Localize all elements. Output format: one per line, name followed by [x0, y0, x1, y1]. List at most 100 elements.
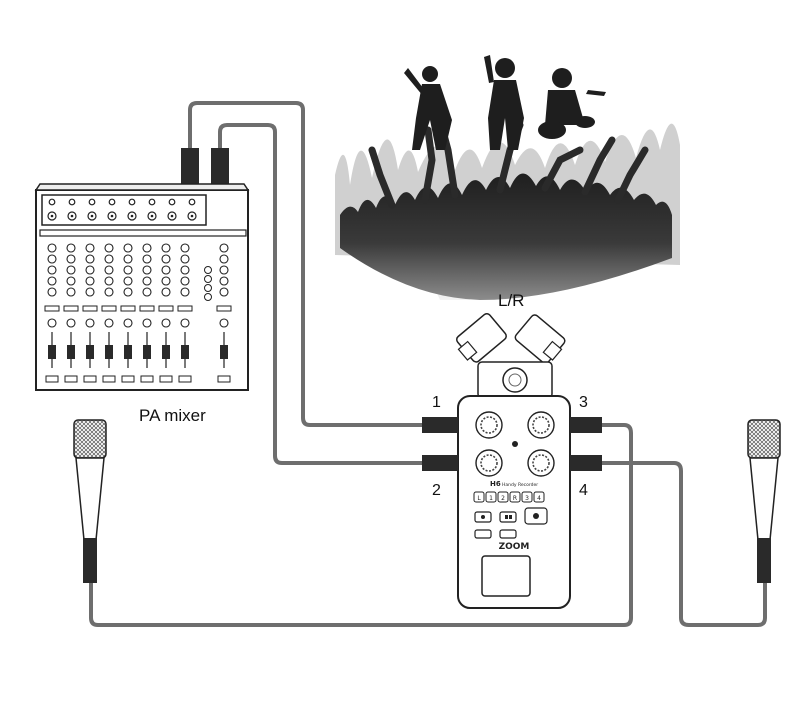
mixer-channel-strip	[63, 243, 79, 383]
cable-mixer-to-input-2	[218, 123, 427, 465]
mixer-knob	[219, 318, 229, 328]
mixer-knob	[180, 276, 190, 286]
cable-left-mic-to-input-3	[89, 423, 633, 627]
mixer-knob	[123, 265, 133, 275]
crowd-illustration	[335, 55, 680, 300]
mixer-jack	[108, 198, 116, 206]
mixer-button	[101, 305, 117, 312]
gain-knob-2	[527, 411, 555, 439]
mixer-channel-strip	[139, 243, 155, 383]
input-select-button: 4	[533, 491, 545, 503]
mixer-knob	[161, 243, 171, 253]
mixer-knob	[47, 243, 57, 253]
input-select-button: 2	[497, 491, 509, 503]
input-select-label: L	[477, 495, 481, 502]
crowd-foreground	[340, 173, 672, 300]
mixer-jack	[68, 198, 76, 206]
cable-right-mic-to-input-4	[596, 461, 767, 627]
mixer-knob	[219, 254, 229, 264]
mixer-button	[158, 305, 174, 312]
mixer-jack	[48, 198, 56, 206]
mixer-knob	[123, 276, 133, 286]
input-4-connector	[570, 455, 602, 471]
mixer-knob	[142, 265, 152, 275]
mixer-knob	[47, 265, 57, 275]
model-text: H6	[490, 480, 501, 488]
input-2-connector	[422, 455, 458, 471]
mixer-input-jacks	[47, 198, 197, 221]
mixer-fader	[181, 345, 189, 359]
input-select-label: 4	[537, 495, 541, 502]
mixer-knob	[66, 265, 76, 275]
mixer-fader	[143, 345, 151, 359]
mixer-knob	[85, 287, 95, 297]
mixer-knob	[161, 254, 171, 264]
mixer-button	[64, 375, 78, 383]
mixer-knob	[123, 254, 133, 264]
mixer-knob	[85, 265, 95, 275]
left-microphone	[73, 419, 107, 583]
mixer-button	[45, 375, 59, 383]
mixer-knob	[66, 318, 76, 328]
mixer-knob	[66, 243, 76, 253]
gain-knob-1	[475, 411, 503, 439]
input-select-label: 3	[525, 495, 529, 502]
mixer-fader	[124, 345, 132, 359]
mixer-knob	[123, 243, 133, 253]
mixer-knob	[219, 276, 229, 286]
input-select-label: 2	[501, 495, 505, 502]
mixer-knob	[180, 318, 190, 328]
mixer-knob	[161, 276, 171, 286]
input-select-button: 1	[485, 491, 497, 503]
label-pa-mixer: PA mixer	[139, 406, 206, 425]
mixer-button	[83, 375, 97, 383]
mixer-knob	[66, 254, 76, 264]
mixer-knob	[104, 265, 114, 275]
mixer-knob	[47, 254, 57, 264]
gain-knob-4	[527, 449, 555, 477]
mixer-knob	[104, 318, 114, 328]
mixer-button	[63, 305, 79, 312]
right-microphone	[747, 419, 781, 583]
mixer-button	[120, 305, 136, 312]
cables	[89, 101, 767, 627]
mixer-knob	[85, 243, 95, 253]
mixer-button	[82, 305, 98, 312]
mixer-knob	[47, 287, 57, 297]
mixer-knob	[123, 287, 133, 297]
mixer-fader	[220, 345, 228, 359]
mixer-knob	[142, 243, 152, 253]
mixer-channel-strip	[216, 243, 232, 383]
mixer-knob	[180, 265, 190, 275]
input-select-button: L	[473, 491, 485, 503]
mixer-out-jack-1	[181, 148, 199, 188]
pad-switch	[512, 441, 518, 447]
mixer-knob	[204, 293, 212, 301]
mixer-fader	[105, 345, 113, 359]
mixer-knob	[104, 243, 114, 253]
mixer-jack	[168, 198, 176, 206]
cable-mixer-to-input-1	[188, 101, 427, 427]
mixer-knob	[66, 276, 76, 286]
mixer-fader	[67, 345, 75, 359]
gain-knobs	[475, 411, 555, 477]
mixer-channel-strip	[158, 243, 174, 383]
mixer-channel-strips	[44, 243, 232, 383]
mixer-button	[216, 305, 232, 312]
recorder-screen	[481, 555, 531, 597]
mixer-knob	[85, 254, 95, 264]
mixer-knob	[219, 265, 229, 275]
mixer-button	[121, 375, 135, 383]
mixer-channel-strip	[44, 243, 60, 383]
mixer-channel-strip	[82, 243, 98, 383]
label-input-2: 2	[432, 482, 441, 499]
mixer-knob	[85, 318, 95, 328]
mixer-knob	[66, 287, 76, 297]
mixer-button	[217, 375, 231, 383]
xy-mic-capsule	[455, 312, 566, 399]
label-input-4: 4	[579, 482, 588, 499]
mixer-jack	[188, 198, 196, 206]
mixer-button	[139, 305, 155, 312]
